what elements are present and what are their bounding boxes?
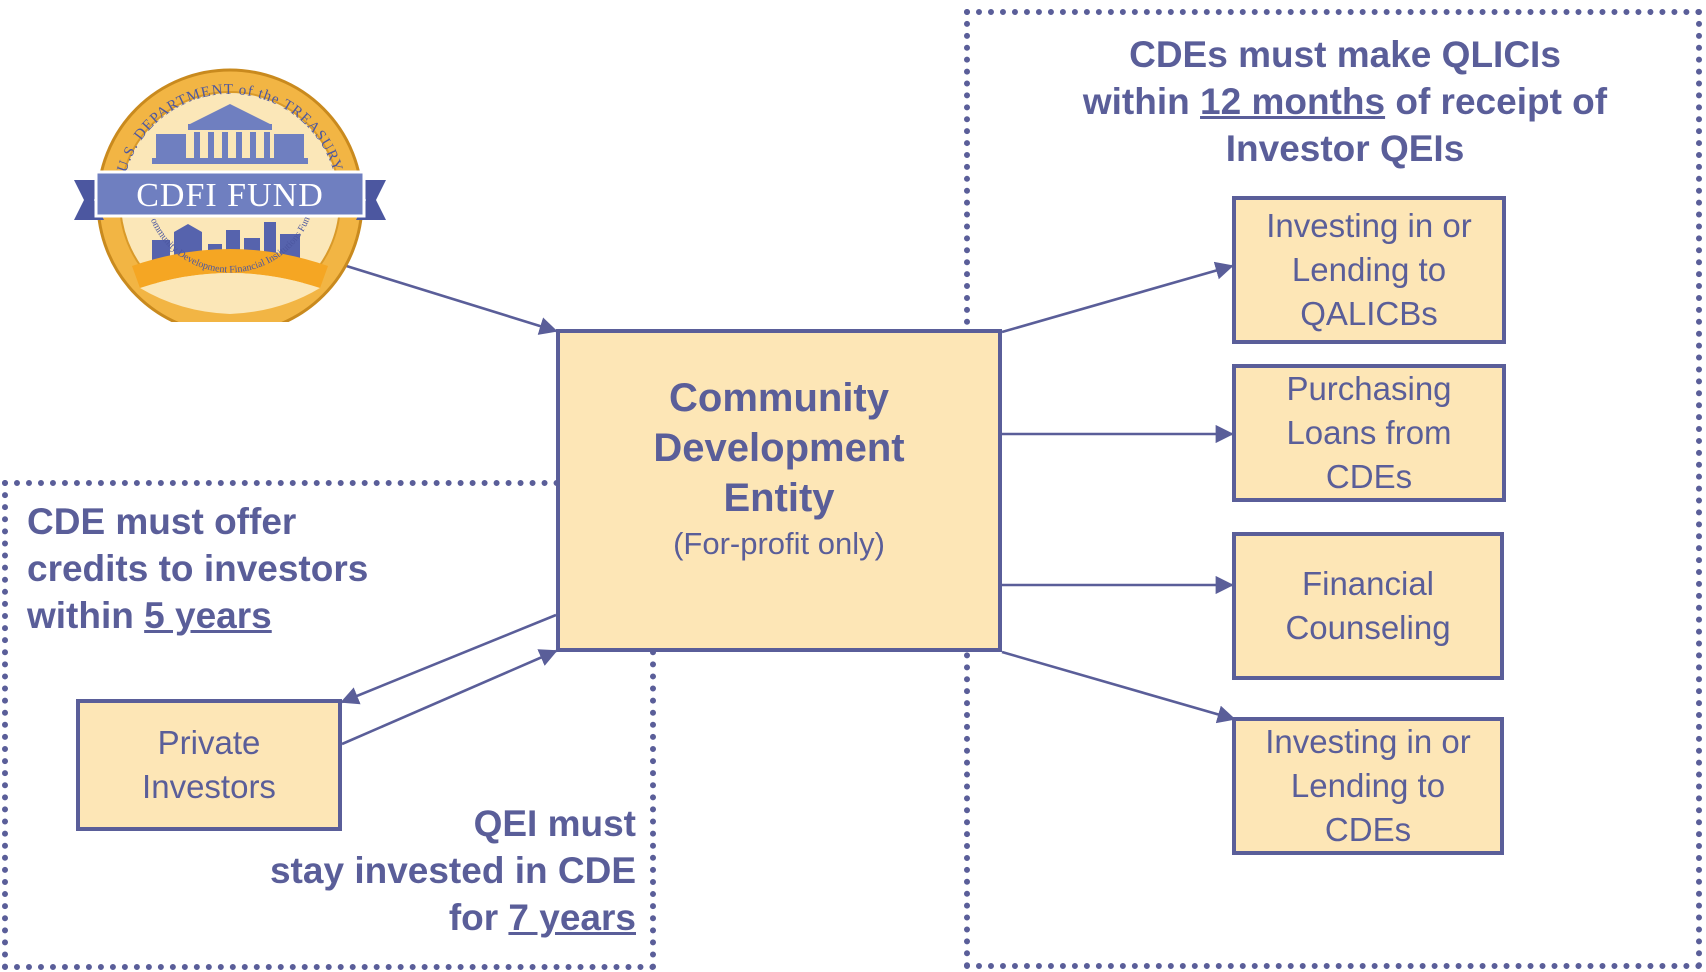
- option-label-line: Investing in or: [1265, 723, 1471, 760]
- qlici-note-line-3: Investor QEIs: [1225, 128, 1465, 169]
- qlici-requirement-note: CDEs must make QLICIs within 12 months o…: [1000, 31, 1690, 172]
- option-box-purchasing-loans: Purchasing Loans from CDEs: [1232, 364, 1506, 502]
- arrow-cde-to-cdes: [1001, 650, 1236, 724]
- option-box-qalicbs: Investing in or Lending to QALICBs: [1232, 196, 1506, 344]
- private-investors-line-2: Investors: [142, 768, 276, 805]
- option-label-line: Investing in or: [1266, 207, 1472, 244]
- option-label-line: Lending to: [1290, 767, 1446, 804]
- offer-note-line-3: within 5 years: [27, 595, 272, 636]
- offer-deadline: 5 years: [144, 595, 272, 636]
- arrow-investors-to-cde: [341, 649, 558, 746]
- investment-duration-note: QEI must stay invested in CDE for 7 year…: [160, 800, 636, 941]
- offer-note-line-2: credits to investors: [27, 548, 369, 589]
- stay-note-line-3: for 7 years: [448, 897, 636, 938]
- option-label-line: CDEs: [1324, 811, 1412, 848]
- option-label-line: CDEs: [1325, 458, 1413, 495]
- investor-region: [2, 480, 656, 970]
- stay-note-line-2: stay invested in CDE: [269, 850, 636, 891]
- qlici-note-line-1: CDEs must make QLICIs: [1129, 34, 1561, 75]
- treasury-building-icon: [152, 104, 308, 164]
- arrow-fund-to-cde: [339, 262, 558, 335]
- private-investors-line-1: Private: [157, 724, 261, 761]
- qlici-note-line-2: within 12 months of receipt of: [1082, 81, 1608, 122]
- option-label-line: Financial: [1301, 565, 1435, 602]
- banner-text: CDFI FUND: [136, 177, 324, 214]
- cde-box: Community Development Entity (For-profit…: [556, 329, 1002, 652]
- option-box-cdes: Investing in or Lending to CDEs: [1232, 717, 1504, 855]
- offer-requirement-note: CDE must offer credits to investors with…: [27, 498, 547, 639]
- cde-subtitle: (For-profit only): [673, 525, 885, 561]
- cde-title-line-1: Community: [669, 375, 889, 420]
- option-label-line: Counseling: [1285, 609, 1451, 646]
- arrow-cde-to-investors: [340, 613, 557, 705]
- stay-duration: 7 years: [508, 897, 636, 938]
- cdfi-fund-logo: U.S. DEPARTMENT of the TREASURY CDFI FUN…: [70, 52, 386, 322]
- option-label-line: Lending to: [1291, 251, 1447, 288]
- stay-note-line-1: QEI must: [473, 803, 636, 844]
- offer-note-line-1: CDE must offer: [27, 501, 297, 542]
- arrow-cde-to-qalicbs: [1001, 261, 1234, 334]
- qlici-deadline: 12 months: [1200, 81, 1386, 122]
- option-box-financial-counseling: Financial Counseling: [1232, 532, 1504, 680]
- cde-title-line-3: Entity: [723, 475, 835, 520]
- private-investors-box: Private Investors: [76, 699, 342, 831]
- option-label-line: Purchasing: [1286, 370, 1452, 407]
- option-label-line: QALICBs: [1300, 295, 1438, 332]
- cde-title-line-2: Development: [653, 425, 905, 470]
- option-label-line: Loans from: [1286, 414, 1452, 451]
